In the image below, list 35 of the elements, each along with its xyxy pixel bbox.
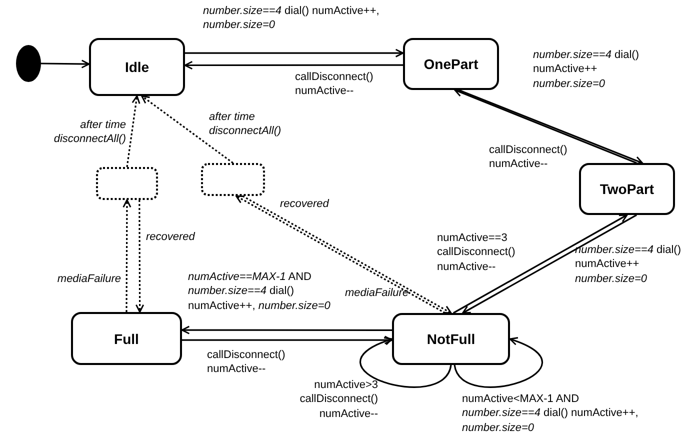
dotted-arrow bbox=[135, 200, 144, 313]
dotted-arrow bbox=[126, 95, 140, 168]
edge-label: after time disconnectAll() bbox=[52, 118, 126, 147]
empty-state-box bbox=[201, 163, 265, 196]
dotted-arrow bbox=[141, 95, 234, 164]
edge-label: numActive>3 callDisconnect() numActive-- bbox=[298, 378, 378, 421]
edge-label: callDisconnect() numActive-- bbox=[295, 70, 374, 99]
edge-label: callDisconnect() numActive-- bbox=[489, 143, 568, 172]
arrow bbox=[181, 326, 392, 334]
edge-label: numActive<MAX-1 AND number.size==4 dial() numActive++, number.size=0 bbox=[462, 392, 640, 435]
arrow bbox=[454, 338, 543, 388]
edge-label: numActive==MAX-1 AND number.size==4 dial() numActive++, number.size=0 bbox=[188, 270, 332, 313]
state-box: Idle bbox=[89, 38, 185, 96]
initial-state-dot bbox=[16, 45, 41, 82]
arrow bbox=[360, 338, 452, 388]
edge-label: number.size==4 dial() numActive++ number.size=0 bbox=[575, 243, 682, 286]
state-box: TwoPart bbox=[579, 163, 675, 215]
edge-label: recovered bbox=[280, 197, 330, 212]
edge-label: number.size==4 dial() numActive++, number.size=0 bbox=[203, 4, 380, 33]
edge-label: after time disconnectAll() bbox=[209, 110, 282, 139]
edge-label: number.size==4 dial() numActive++ number.size=0 bbox=[533, 48, 640, 91]
state-box: NotFull bbox=[392, 313, 510, 365]
state-box: OnePart bbox=[403, 38, 499, 90]
arrow bbox=[184, 60, 403, 70]
empty-state-box bbox=[96, 167, 158, 200]
edge-label: callDisconnect() numActive-- bbox=[207, 348, 286, 377]
arrow bbox=[182, 336, 393, 344]
state-box: Full bbox=[71, 312, 182, 365]
arrow bbox=[185, 48, 404, 58]
edge-label: mediaFailure bbox=[345, 286, 410, 300]
edge-label: numActive==3 callDisconnect() numActive-- bbox=[437, 231, 516, 274]
edge-label: recovered bbox=[146, 230, 196, 244]
arrow bbox=[40, 60, 90, 68]
dotted-arrow bbox=[122, 199, 132, 312]
edge-label: mediaFailure bbox=[56, 272, 121, 286]
